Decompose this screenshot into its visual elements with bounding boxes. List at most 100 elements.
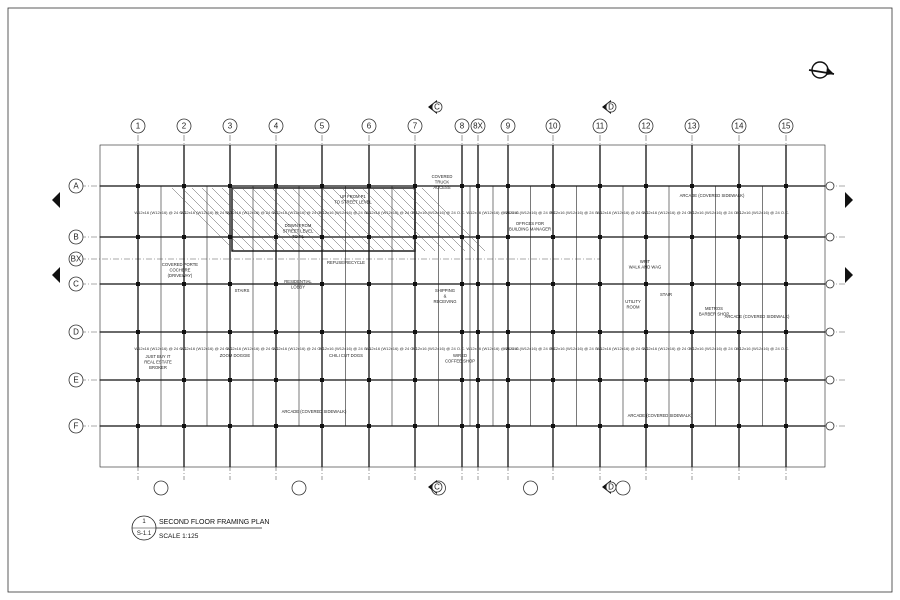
grid-label-6: 6 (367, 122, 372, 131)
column (228, 330, 232, 334)
grid-bubble-13 (684, 118, 700, 134)
column (228, 235, 232, 239)
grid-bubble-B (68, 229, 84, 245)
grid-bubble-bottom (153, 480, 169, 496)
grid-label-8X: 8X (473, 122, 483, 131)
grid-label-F: F (74, 422, 79, 431)
grid-bubble-C (68, 276, 84, 292)
column (690, 184, 694, 188)
grid-bubble-7 (407, 118, 423, 134)
grid-bubble-right-B (825, 232, 835, 242)
column (737, 184, 741, 188)
grid-bubble-bottom (615, 480, 631, 496)
column (737, 282, 741, 286)
hatch-line (281, 187, 346, 252)
column (460, 235, 464, 239)
column (460, 282, 464, 286)
structural-columns (136, 184, 788, 428)
column (551, 235, 555, 239)
column (320, 330, 324, 334)
column (644, 378, 648, 382)
column (413, 235, 417, 239)
grid-bubble-right-D (825, 327, 835, 337)
ramp-hatch (171, 187, 486, 252)
grid-bubble-11 (592, 118, 608, 134)
column (136, 282, 140, 286)
beam-callout: W12x16 (W12x16) @ 24 O.C. (226, 210, 279, 215)
hatch-line (341, 187, 406, 252)
grid-label-E: E (73, 376, 78, 385)
column (644, 235, 648, 239)
section-marker-bubble (605, 481, 617, 493)
grid-bubble-12 (638, 118, 654, 134)
column (598, 424, 602, 428)
column (228, 282, 232, 286)
column (551, 424, 555, 428)
beam-callout: W12x16 (W12x16) @ 24 O.C. (689, 346, 742, 351)
beam-lines (99, 144, 826, 468)
column (598, 235, 602, 239)
room-label-metros-barber-shop: BARBER SHOP (699, 312, 729, 317)
column (506, 282, 510, 286)
section-marker-label: D (608, 103, 614, 112)
grid-bubble-5 (314, 118, 330, 134)
beam-callout: W12x16 (W12x16) @ 24 O.C. (504, 210, 557, 215)
column (598, 184, 602, 188)
column (784, 330, 788, 334)
hatch-line (361, 187, 426, 252)
room-label-wired-coffee-shop: COFFEE SHOP (445, 359, 475, 364)
beam-callout: W12x16 (W12x16) @ 24 O.C. (134, 210, 187, 215)
beam-callout: W12x16 (W12x16) @ 24 O.C. (550, 346, 603, 351)
column (476, 235, 480, 239)
grid-label-7: 7 (413, 122, 418, 131)
room-label-covered-truck: ACCESS (433, 185, 450, 190)
beam-notes: W12x16 (W12x16) @ 24 O.C. W12x16 (W12x16)… (134, 210, 789, 351)
column (136, 184, 140, 188)
grid-bubble-6 (361, 118, 377, 134)
hatch-line (311, 187, 376, 252)
beam-callout: W12x16 (W12x16) @ 24 O.C. (272, 346, 325, 351)
grid-bubble-4 (268, 118, 284, 134)
column (228, 184, 232, 188)
column (476, 184, 480, 188)
grid-label-5: 5 (320, 122, 325, 131)
room-label-down-from-street: TO P1 (292, 234, 305, 239)
grid-label-12: 12 (642, 122, 651, 131)
hatch-line (251, 187, 316, 252)
column (784, 235, 788, 239)
room-label-offices-building-manager: OFFICES FOR (516, 221, 544, 226)
beam-callout: W12x16 (W12x16) @ 24 O.C. (736, 210, 789, 215)
room-label-arcade-covered-sidewalk-bottom-right: ARCADE (COVERED SIDEWALK) (628, 413, 693, 418)
grid-label-3: 3 (228, 122, 233, 131)
column (228, 424, 232, 428)
room-label-wfit-walk-and-wag: WALK AND WAG (629, 265, 662, 270)
column (274, 184, 278, 188)
hatch-line (201, 187, 266, 252)
column (136, 235, 140, 239)
column (690, 282, 694, 286)
grid-bubble-right-A (825, 181, 835, 191)
grid-label-C: C (73, 280, 79, 289)
hatch-line (231, 187, 296, 252)
section-marker-label: C (434, 103, 440, 112)
hatch-line (211, 187, 276, 252)
column (506, 424, 510, 428)
hatch-line (321, 187, 386, 252)
room-label-shipping-receiving: RECEIVING (433, 299, 456, 304)
room-label-real-estate-broker: BROKER (149, 365, 167, 370)
column (228, 378, 232, 382)
room-label-covered-porte-cochere: COCHERE (170, 268, 191, 273)
hatch-line (391, 187, 456, 252)
room-label-down-from-street: STREET LEVEL (283, 229, 314, 234)
hatch-line (221, 187, 286, 252)
section-marker-label: C (434, 483, 440, 492)
north-arrow-head (826, 67, 834, 75)
hatch-line (271, 187, 336, 252)
column (476, 330, 480, 334)
room-label-covered-truck: TRUCK (435, 180, 450, 185)
column (182, 378, 186, 382)
beam-callout: W12x16 (W12x16) @ 24 O.C. (596, 210, 649, 215)
room-label-metros-barber-shop: METROS (705, 306, 723, 311)
column (551, 282, 555, 286)
